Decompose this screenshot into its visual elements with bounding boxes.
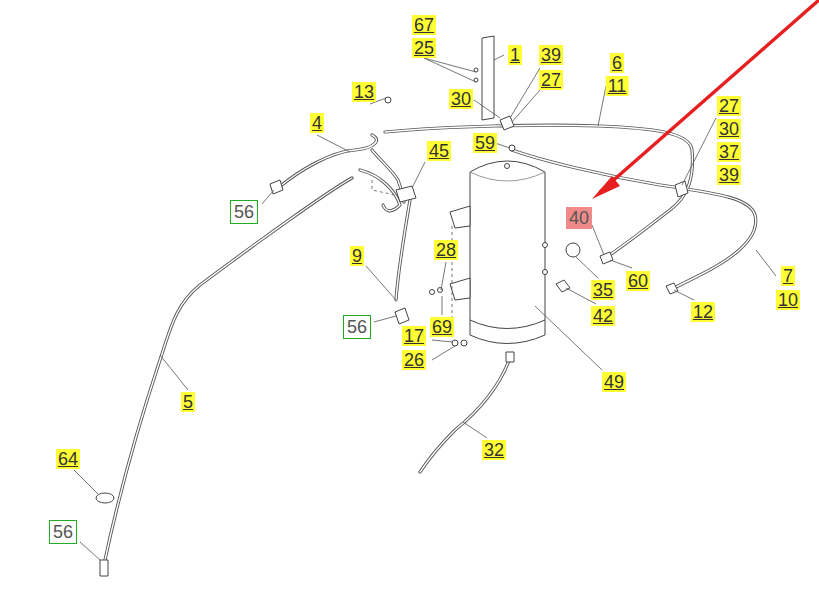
callout-number: 37: [717, 142, 741, 162]
callout-number: 40: [566, 207, 592, 229]
callout-number: 12: [691, 302, 715, 322]
callout-number: 26: [402, 350, 426, 370]
callout-number: 56: [230, 200, 258, 224]
callout-number: 25: [412, 38, 436, 58]
callout-number: 17: [402, 326, 426, 346]
callout-number: 69: [430, 317, 454, 337]
callout-number: 60: [626, 271, 650, 291]
callout-number: 27: [717, 96, 741, 116]
callout-number: 35: [591, 280, 615, 300]
callout-number: 9: [350, 246, 364, 266]
callout-number: 30: [449, 89, 473, 109]
callout-number: 56: [343, 315, 371, 339]
callout-number: 45: [427, 141, 451, 161]
callout-number: 42: [591, 306, 615, 326]
callout-number: 59: [473, 133, 497, 153]
callout-number: 10: [776, 290, 800, 310]
callout-number: 5: [181, 392, 195, 412]
callout-number: 39: [717, 165, 741, 185]
callout-number: 4: [310, 113, 324, 133]
callout-number: 64: [56, 449, 80, 469]
callout-number: 7: [781, 266, 795, 286]
callout-number: 39: [539, 45, 563, 65]
callout-number: 13: [352, 82, 376, 102]
callout-number: 30: [717, 119, 741, 139]
callout-number: 28: [434, 240, 458, 260]
callout-number: 27: [539, 70, 563, 90]
callout-number: 67: [412, 15, 436, 35]
callout-number: 1: [508, 45, 522, 65]
callout-number: 6: [610, 53, 624, 73]
callout-number: 49: [602, 372, 626, 392]
callout-number: 11: [606, 76, 629, 96]
callout-number: 32: [482, 440, 506, 460]
callout-number: 56: [49, 520, 77, 544]
